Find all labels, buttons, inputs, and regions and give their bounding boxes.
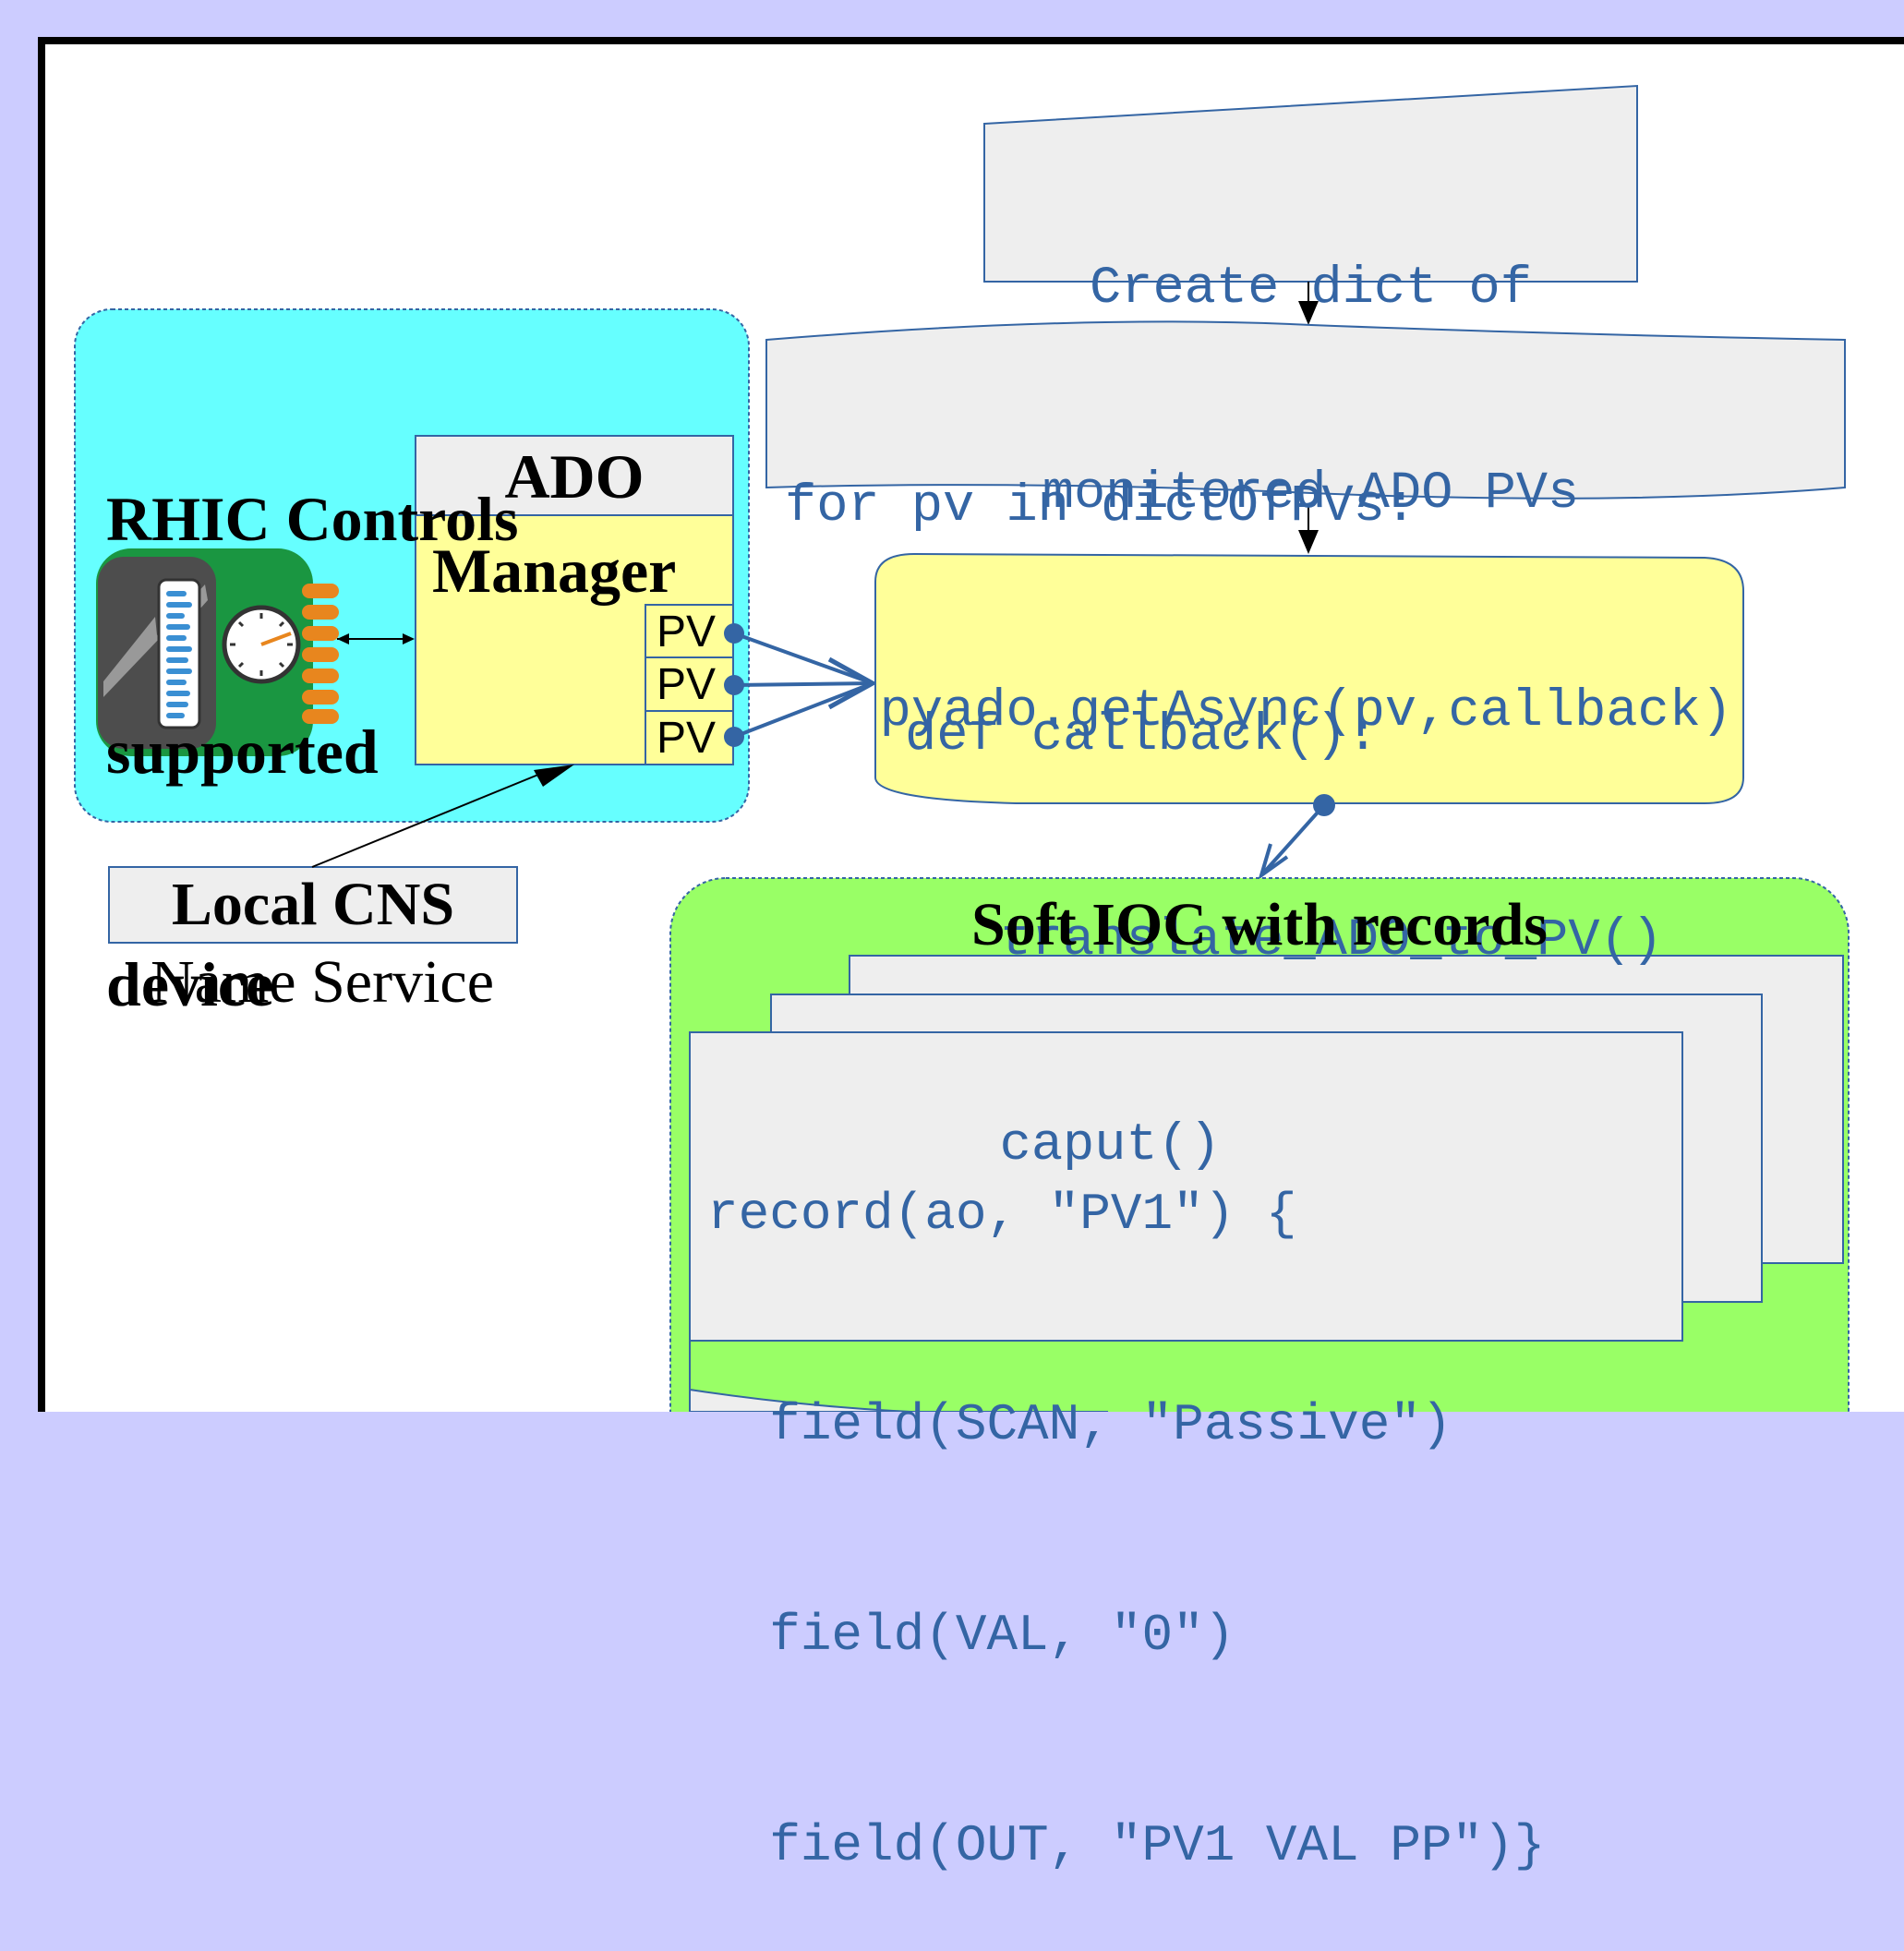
dict-to-loop-arrow bbox=[1298, 282, 1319, 325]
callback-box-text: def callback(): translate_ADO_to_PV() ca… bbox=[905, 565, 1663, 1248]
record-line-4: field(OUT, "PV1 VAL PP")} bbox=[707, 1816, 1546, 1875]
callback-line-2: translate_ADO_to_PV() bbox=[905, 911, 1663, 970]
rhic-title-line-1: RHIC Controls bbox=[106, 484, 519, 554]
soft-ioc-title: Soft IOC with records bbox=[971, 891, 1548, 958]
record-text: record(ao, "PV1") { field(SCAN, "Passive… bbox=[707, 1039, 1545, 1951]
record-line-3: field(VAL, "0") bbox=[707, 1606, 1235, 1665]
pv-connector-dot-1 bbox=[724, 623, 744, 644]
loop-line-1: for pv in dictOfPVs: bbox=[785, 477, 1417, 536]
loop-line-2: pyado.getAsync(pv,callback) bbox=[785, 682, 1733, 741]
record-line-2: field(SCAN, "Passive") bbox=[707, 1395, 1452, 1454]
diagram-canvas bbox=[38, 37, 1904, 1412]
pv-label-3: PV bbox=[657, 714, 717, 763]
dict-box-text: Create dict of monitored ADO PVs bbox=[984, 118, 1637, 596]
cns-label: Local CNS bbox=[171, 871, 455, 938]
record-page-front bbox=[689, 1031, 1683, 1412]
device-board-icon bbox=[96, 548, 339, 756]
callback-connector-dot bbox=[1313, 794, 1335, 816]
manager-label: Manager bbox=[432, 536, 677, 606]
pv-to-callback-arrows bbox=[733, 632, 878, 739]
callback-box bbox=[874, 552, 1744, 804]
diagram-stage: RHIC Controls supported device ADO Manag… bbox=[38, 37, 1904, 1875]
pv-label-1: PV bbox=[657, 608, 717, 656]
loop-box-text: for pv in dictOfPVs: pyado.getAsync(pv,c… bbox=[785, 336, 1732, 814]
dict-line-1: Create dict of bbox=[1090, 259, 1532, 319]
rhic-title: RHIC Controls supported device bbox=[106, 325, 518, 1101]
cns-to-manager-arrow bbox=[311, 765, 574, 868]
pv-connector-dot-3 bbox=[724, 727, 744, 747]
loop-box bbox=[765, 320, 1846, 500]
callback-to-ioc-arrow bbox=[1258, 803, 1326, 880]
cns-caption: Name Service bbox=[151, 948, 494, 1016]
device-manager-link-arrow bbox=[337, 633, 415, 644]
rhic-title-line-2: supported bbox=[106, 717, 379, 787]
dict-line-2: monitored ADO PVs bbox=[1042, 464, 1580, 524]
rhic-title-line-3: device bbox=[106, 949, 274, 1019]
pv-cell-3 bbox=[645, 710, 734, 765]
callback-line-1: def callback(): bbox=[905, 706, 1380, 765]
loop-to-callback-arrow bbox=[1298, 504, 1319, 554]
ado-header-label: ADO bbox=[504, 441, 645, 512]
callback-line-3: caput() bbox=[905, 1116, 1222, 1175]
pv-label-2: PV bbox=[657, 660, 717, 709]
pv-connector-dot-2 bbox=[724, 675, 744, 695]
dict-box bbox=[983, 84, 1638, 283]
ado-header-box bbox=[415, 435, 734, 516]
record-line-1: record(ao, "PV1") { bbox=[707, 1185, 1297, 1244]
